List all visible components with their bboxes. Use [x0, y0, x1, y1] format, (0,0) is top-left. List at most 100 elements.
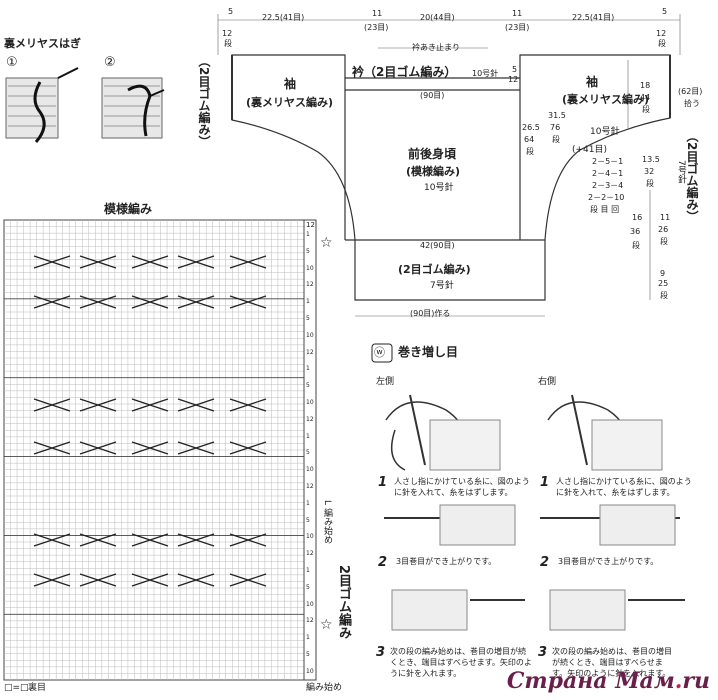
cable-cross-symbol — [229, 573, 267, 587]
right-dim-19: 段 — [660, 291, 668, 300]
chart-star-bottom: ☆ — [320, 617, 333, 633]
dec-row-2: 2－3－4 — [592, 181, 624, 190]
cast-on-illustrations — [371, 343, 685, 631]
right-dim-12: 32 — [644, 167, 655, 176]
body-label: 前後身頃 — [408, 147, 457, 161]
right-dim-2: 段 — [642, 105, 650, 114]
step3-right-text: 次の段の編み始めは、巻目の増目が続くとき、端目はすべらせます。矢印のように針を入… — [552, 647, 672, 678]
right-dim-1: 44 — [640, 93, 651, 102]
dim-top-rows-l: 12 — [222, 29, 233, 38]
cable-cross-symbol — [177, 255, 215, 269]
cable-cross-symbol — [79, 533, 117, 547]
chart-row-number: 5 — [306, 651, 310, 658]
cast-on-left-label: 左側 — [376, 377, 395, 387]
rib-label: (2目ゴム編み) — [398, 263, 471, 276]
dim-top-rows-r-unit: 段 — [658, 39, 666, 48]
chart-row-number: 5 — [306, 247, 310, 255]
right-cuff-label: （2目ゴム編み） — [685, 130, 699, 223]
left-cuff-label: （2目ゴム編み） — [197, 55, 211, 148]
chart-legend-symbol: □=□ — [4, 683, 29, 693]
dim-top-4: 20(44目) — [420, 13, 455, 22]
cable-cross-symbol — [229, 398, 267, 412]
dim-top-6: (23目) — [505, 23, 530, 32]
dim-top-rows-r: 12 — [656, 29, 667, 38]
cable-cross-symbol — [131, 441, 169, 455]
cast-on-right-label: 右側 — [538, 377, 557, 387]
cable-cross-symbol — [33, 398, 71, 412]
right-dim-7: 段 — [552, 135, 560, 144]
right-sleeve-sub: (裏メリヤス編み) — [562, 93, 650, 106]
step2-left-text: 3目巻目ができ上がりです。 — [396, 557, 497, 566]
cable-cross-symbol — [131, 295, 169, 309]
seaming-illustrations — [5, 67, 165, 143]
right-dim-22: 段 — [632, 241, 640, 250]
chart-row-number: 1 — [306, 499, 310, 507]
watermark-text: Страна Мам — [506, 668, 675, 694]
cable-cross-symbol — [33, 255, 71, 269]
pattern-chart-title: 模様編み — [104, 202, 153, 216]
dim-top-0: 5 — [228, 7, 234, 16]
cable-cross-symbol — [79, 398, 117, 412]
collar-needle: 10号針 — [472, 69, 499, 78]
chart-row-number: 1 — [306, 231, 310, 238]
right-dim-15: 26 — [658, 225, 669, 234]
watermark-tld: ru — [682, 668, 710, 694]
cable-cross-symbol — [33, 295, 71, 309]
chart-row-number: 1 — [306, 634, 310, 642]
right-dim-9: 64 — [524, 135, 535, 144]
cable-cross-symbol — [33, 441, 71, 455]
chart-row-number: 1 — [306, 567, 310, 574]
dim-top-3: (23目) — [364, 23, 389, 32]
chart-row-number: 10 — [306, 667, 314, 675]
chart-row-number: 5 — [306, 449, 310, 457]
cable-cross-symbol — [79, 573, 117, 587]
right-dim-8: 26.5 — [522, 123, 540, 132]
bottom-width: (90目)作る — [410, 309, 451, 318]
right-dim-20: 16 — [632, 213, 643, 222]
chart-row-number: 10 — [306, 331, 314, 339]
chart-row-top: 12 — [306, 221, 315, 229]
step2-num-left: 2 — [378, 555, 388, 570]
dec-row-4: 段 目 回 — [590, 205, 620, 214]
chart-row-number: 12 — [306, 550, 314, 558]
cable-cross-symbol — [79, 441, 117, 455]
chart-cast-on-top: L 編み始め — [322, 500, 332, 544]
dec-row-1: 2－4－1 — [592, 169, 624, 178]
chart-row-number: 5 — [306, 583, 310, 591]
neck-note: 衿あき止まり — [412, 43, 460, 52]
right-increase: (+41目) — [572, 145, 608, 155]
step3-left-text: 次の段の編み始めは、巻目の増目が続くとき、端目はすべらせます。矢印のように針を入… — [390, 647, 532, 678]
body-needle: 10号針 — [424, 183, 454, 193]
right-cuff-needle: 7号針 — [676, 160, 686, 184]
step1-num-right: 1 — [540, 475, 550, 490]
dim-top-rows-l-unit: 段 — [224, 39, 232, 48]
right-dim-4: 拾う — [684, 99, 700, 108]
chart-row-number: 12 — [306, 617, 314, 625]
chart-row-number: 5 — [306, 382, 310, 390]
right-dim-14: 11 — [660, 213, 671, 222]
chart-row-number: 10 — [306, 264, 314, 272]
cable-cross-symbol — [131, 573, 169, 587]
body-sub: (模様編み) — [406, 165, 461, 178]
cable-cross-symbol — [131, 398, 169, 412]
chart-cast-on-bottom: 編み始め — [306, 683, 343, 693]
right-dim-11: 13.5 — [642, 155, 660, 164]
chart-rib-label: 2目ゴム編み — [336, 565, 351, 640]
chart-legend-label: 裏目 — [28, 683, 47, 693]
right-dim-5: 31.5 — [548, 111, 566, 120]
chart-row-number: 10 — [306, 533, 314, 541]
right-sleeve-label: 袖 — [586, 75, 599, 89]
pattern-chart-grid — [3, 219, 317, 681]
dim-top-2: 11 — [372, 9, 383, 18]
cable-cross-symbol — [33, 573, 71, 587]
right-dim-18: 25 — [658, 279, 669, 288]
right-dim-17: 9 — [660, 269, 666, 278]
left-sleeve-sub: (裏メリヤス編み) — [246, 96, 334, 109]
step3-num-right: 3 — [538, 645, 548, 660]
site-watermark: Страна Мам.ru — [507, 668, 710, 694]
right-dim-21: 36 — [630, 227, 641, 236]
right-dim-10: 段 — [526, 147, 534, 156]
cable-cross-symbol — [177, 573, 215, 587]
right-dim-0: 18 — [640, 81, 651, 90]
